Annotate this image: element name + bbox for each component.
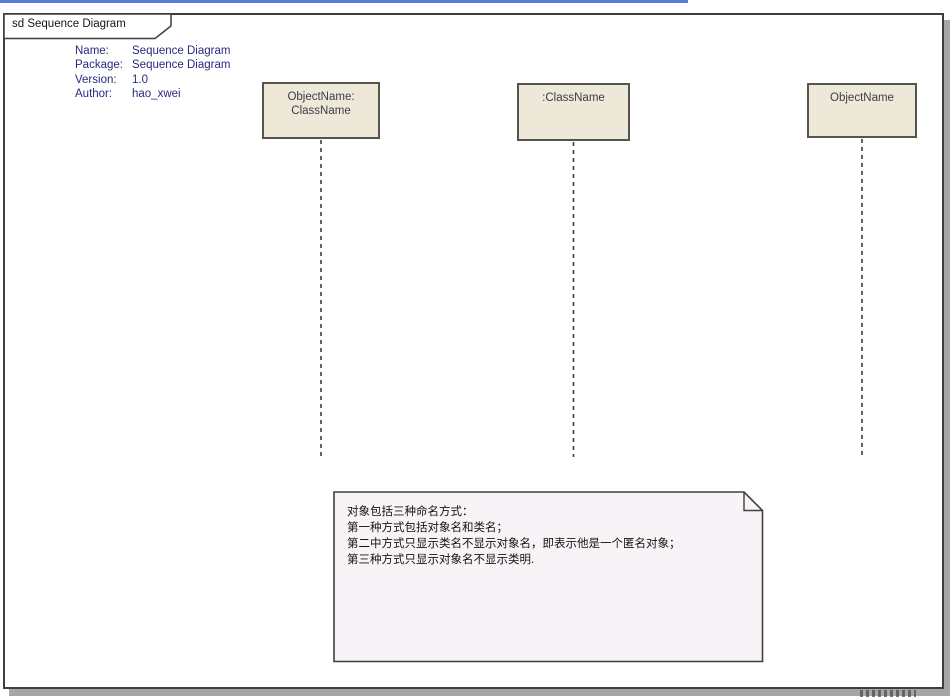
metadata-value: Sequence Diagram bbox=[132, 59, 231, 72]
metadata-row-version: Version: 1.0 bbox=[75, 73, 230, 87]
metadata-label: Version: bbox=[75, 73, 117, 86]
pentagon-shape-icon bbox=[3, 13, 172, 40]
metadata-label: Package: bbox=[75, 59, 123, 72]
note-line-1: 对象包括三种命名方式： bbox=[347, 506, 474, 518]
lifeline-head-objectname: ObjectName bbox=[807, 83, 917, 138]
lifeline-head-label: :ClassName bbox=[542, 92, 605, 104]
lifeline-head-label-line1: ObjectName: bbox=[287, 91, 355, 103]
lifeline-head-label: ObjectName bbox=[830, 92, 894, 104]
note-text: 对象包括三种命名方式： 第一种方式包括对象名和类名； 第二中方式只显示类名不显示… bbox=[347, 504, 749, 568]
metadata-row-name: Name: Sequence Diagram bbox=[75, 44, 230, 58]
metadata-value: Sequence Diagram bbox=[132, 45, 231, 57]
note-shape-icon bbox=[333, 491, 764, 663]
lifeline-head-label-line2: ClassName bbox=[291, 105, 351, 117]
top-accent-line bbox=[0, 0, 688, 3]
frame-title: sd Sequence Diagram bbox=[12, 18, 126, 30]
metadata-label: Author: bbox=[75, 88, 113, 101]
metadata-row-package: Package: Sequence Diagram bbox=[75, 58, 230, 72]
note-element: 对象包括三种命名方式： 第一种方式包括对象名和类名； 第二中方式只显示类名不显示… bbox=[333, 491, 764, 663]
metadata-value: hao_xwei bbox=[132, 88, 181, 101]
metadata-label: Name: bbox=[75, 45, 109, 57]
note-line-3: 第二中方式只显示类名不显示对象名，即表示他是一个匿名对象； bbox=[347, 538, 681, 550]
diagram-metadata: Name: Sequence Diagram Package: Sequence… bbox=[75, 44, 230, 102]
metadata-row-author: Author: hao_xwei bbox=[75, 87, 230, 101]
note-line-2: 第一种方式包括对象名和类名； bbox=[347, 522, 508, 534]
cropped-watermark-fragment bbox=[860, 690, 916, 697]
lifeline-head-classname: :ClassName bbox=[517, 83, 630, 141]
metadata-value: 1.0 bbox=[132, 73, 148, 86]
lifeline-head-objectname-classname: ObjectName: ClassName bbox=[262, 82, 380, 139]
note-line-4: 第三种方式只显示对象名不显示类明. bbox=[347, 554, 535, 566]
frame-label-pentagon: sd Sequence Diagram bbox=[3, 13, 173, 40]
